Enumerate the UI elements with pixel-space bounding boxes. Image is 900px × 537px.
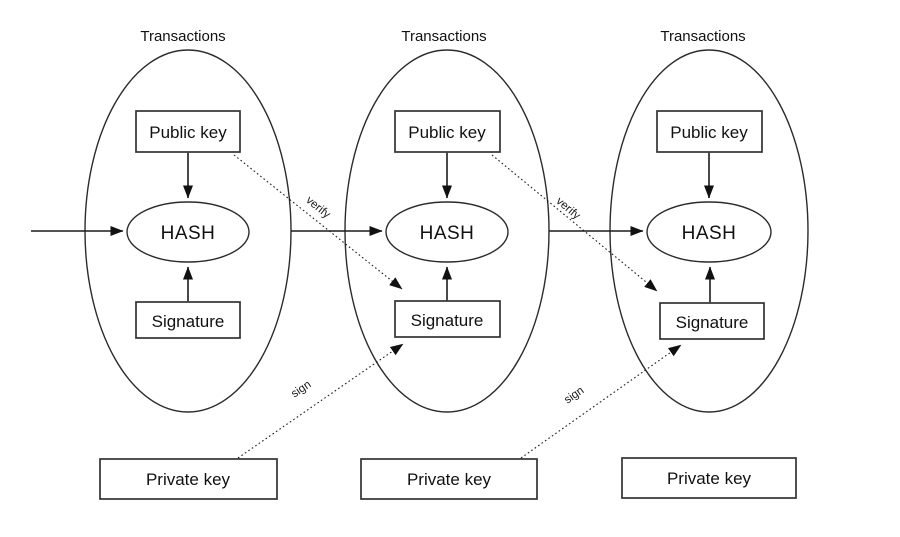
signature-box: [394, 300, 501, 338]
hash-ellipse: [646, 201, 772, 263]
hash-label: HASH: [420, 223, 475, 244]
block-title: Transactions: [401, 28, 486, 45]
hash-label: HASH: [682, 223, 737, 244]
hash-label: HASH: [161, 223, 216, 244]
public-key-box: [135, 110, 241, 153]
transaction-block-1: Transactions Public key HASH Signature P…: [84, 28, 292, 500]
private-key-box: [621, 457, 797, 499]
transaction-block-3: Transactions Public key HASH Signature P…: [609, 28, 809, 499]
sign-arrow-2-label: sign: [562, 385, 586, 407]
private-key-label: Private key: [667, 469, 752, 488]
signature-box: [135, 301, 241, 339]
signature-label: Signature: [411, 311, 484, 330]
signature-box: [659, 302, 765, 340]
block-title: Transactions: [140, 28, 225, 45]
private-key-box: [99, 458, 278, 500]
signature-label: Signature: [152, 312, 225, 331]
private-key-label: Private key: [146, 470, 231, 489]
public-key-box: [656, 110, 763, 153]
signature-label: Signature: [676, 313, 749, 332]
sign-arrow-1: [237, 343, 404, 459]
public-key-label: Public key: [670, 123, 748, 142]
public-key-box: [394, 110, 501, 153]
transaction-block-2: Transactions Public key HASH Signature P…: [344, 28, 550, 500]
hash-ellipse: [126, 201, 250, 263]
public-key-label: Public key: [149, 123, 227, 142]
block-title: Transactions: [660, 28, 745, 45]
sign-arrow-2: [520, 344, 682, 459]
verify-arrow-1-label: verify: [303, 194, 332, 221]
private-key-box: [360, 458, 538, 500]
private-key-label: Private key: [407, 470, 492, 489]
hash-ellipse: [385, 201, 509, 263]
sign-arrow-1-label: sign: [289, 379, 313, 401]
public-key-label: Public key: [408, 123, 486, 142]
verify-arrow-1: [233, 154, 403, 290]
verify-arrow-2: [491, 154, 658, 292]
